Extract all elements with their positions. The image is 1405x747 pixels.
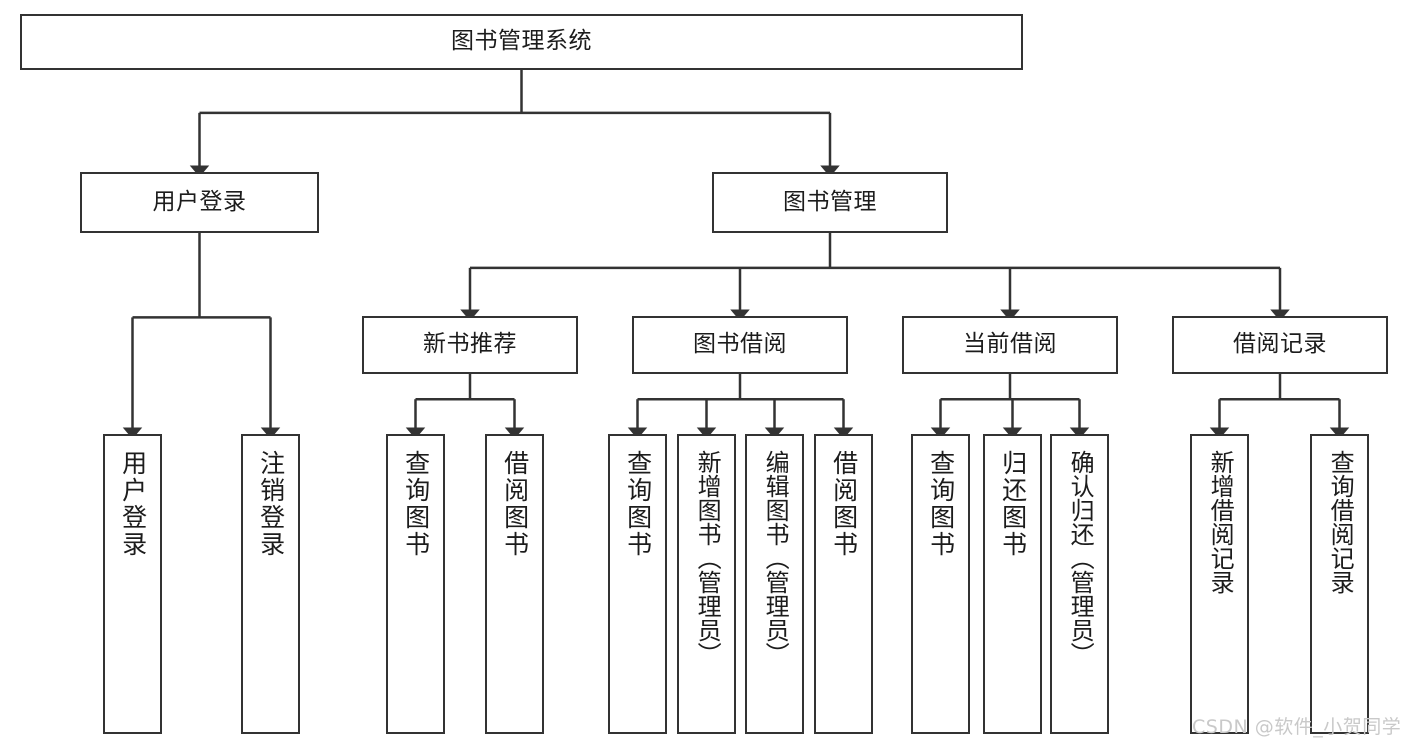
node-borrow[interactable]: 图书借阅 — [632, 316, 848, 374]
node-l11[interactable]: 确认归还（管理员） — [1050, 434, 1109, 734]
node-label: 查询图书 — [623, 450, 653, 558]
node-label: 借阅图书 — [829, 450, 859, 558]
node-label: 借阅图书 — [500, 450, 530, 558]
node-label: 编辑图书（管理员） — [761, 450, 790, 666]
edge-paths — [122, 70, 1350, 439]
node-label: 借阅记录 — [1233, 331, 1327, 358]
node-l7[interactable]: 编辑图书（管理员） — [745, 434, 804, 734]
node-l8[interactable]: 借阅图书 — [814, 434, 873, 734]
node-label: 归还图书 — [998, 450, 1028, 558]
node-l4[interactable]: 借阅图书 — [485, 434, 544, 734]
node-label: 查询图书 — [401, 450, 431, 558]
node-label: 新增图书（管理员） — [693, 450, 722, 666]
node-label: 用户登录 — [152, 188, 247, 215]
node-l1[interactable]: 用户登录 — [103, 434, 162, 734]
node-l10[interactable]: 归还图书 — [983, 434, 1042, 734]
node-bookmgmt[interactable]: 图书管理 — [712, 172, 948, 233]
node-l5[interactable]: 查询图书 — [608, 434, 667, 734]
node-login[interactable]: 用户登录 — [80, 172, 319, 233]
node-records[interactable]: 借阅记录 — [1172, 316, 1388, 374]
node-newrec[interactable]: 新书推荐 — [362, 316, 578, 374]
csdn-watermark: CSDN @软件_小贺同学 — [1192, 716, 1402, 738]
node-current[interactable]: 当前借阅 — [902, 316, 1118, 374]
node-label: 注销登录 — [256, 450, 286, 558]
node-label: 查询借阅记录 — [1326, 450, 1355, 594]
node-label: 确认归还（管理员） — [1066, 450, 1095, 666]
node-label: 当前借阅 — [963, 331, 1057, 358]
node-l9[interactable]: 查询图书 — [911, 434, 970, 734]
node-label: 图书管理系统 — [451, 28, 592, 55]
node-l13[interactable]: 查询借阅记录 — [1310, 434, 1369, 734]
node-l12[interactable]: 新增借阅记录 — [1190, 434, 1249, 734]
node-l3[interactable]: 查询图书 — [386, 434, 445, 734]
node-label: 图书管理 — [783, 188, 877, 215]
node-l2[interactable]: 注销登录 — [241, 434, 300, 734]
node-label: 新书推荐 — [423, 331, 517, 358]
node-label: 新增借阅记录 — [1206, 450, 1235, 594]
node-label: 用户登录 — [118, 450, 148, 558]
node-root[interactable]: 图书管理系统 — [20, 14, 1023, 70]
node-l6[interactable]: 新增图书（管理员） — [677, 434, 736, 734]
node-label: 图书借阅 — [693, 331, 787, 358]
node-label: 查询图书 — [926, 450, 956, 558]
